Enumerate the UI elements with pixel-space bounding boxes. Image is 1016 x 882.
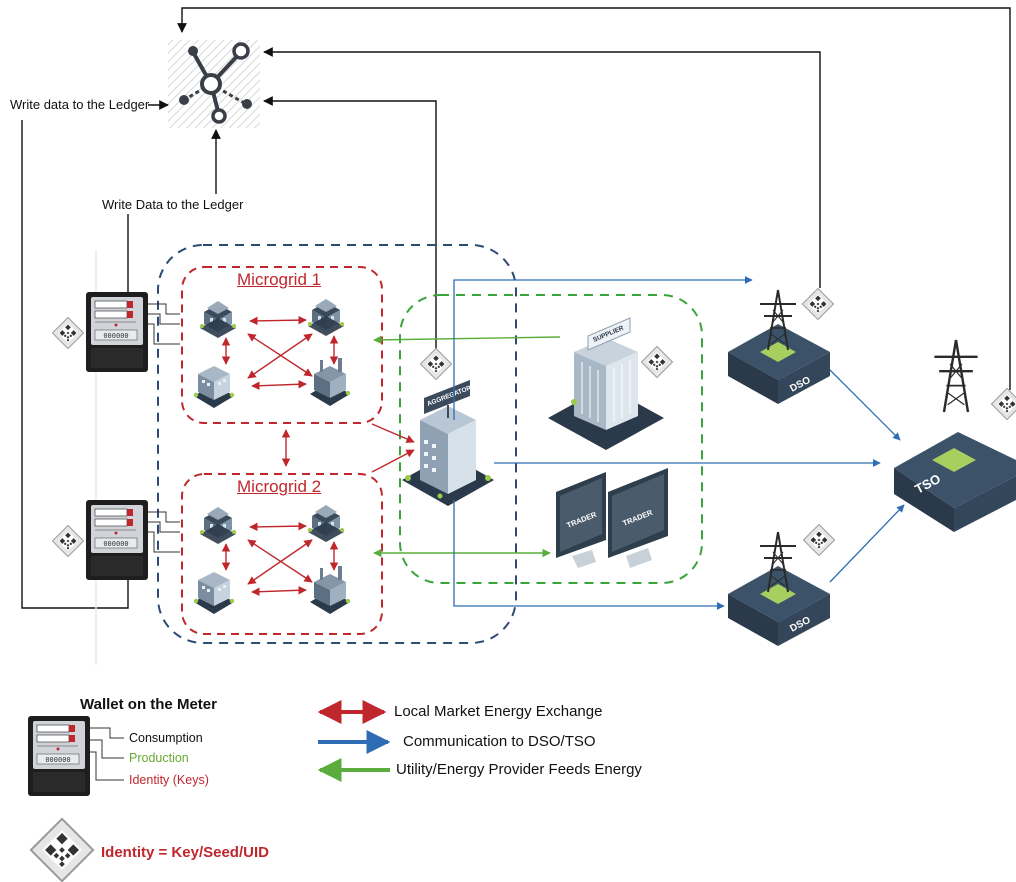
microgrid-1-title: Microgrid 1	[237, 270, 322, 289]
trader-monitors	[556, 468, 668, 568]
qr-identity-meter-1	[51, 316, 85, 350]
microgrid-2-buildings	[193, 505, 351, 614]
mg1-house-2	[308, 299, 344, 336]
ledger-connectors	[21, 7, 1011, 609]
supplier-region	[399, 294, 703, 584]
legend-arrows	[317, 700, 391, 782]
mg2-factory	[310, 566, 351, 614]
write-data-center-label: Write Data to the Ledger	[102, 197, 244, 212]
legend-local-market: Local Market Energy Exchange	[394, 703, 603, 720]
aggregator-region	[157, 244, 517, 644]
ledger-node-icon	[168, 40, 260, 128]
mg2-building	[193, 572, 235, 614]
mg1-factory	[310, 358, 351, 406]
dso-bottom	[728, 531, 830, 646]
mg2-house-1	[200, 507, 236, 544]
local-market-arrows	[221, 315, 415, 596]
mg1-building	[193, 366, 235, 408]
write-data-left-label: Write data to the Ledger	[10, 97, 150, 112]
legend-utility: Utility/Energy Provider Feeds Energy	[396, 761, 642, 778]
qr-identity-dso-bottom	[802, 523, 836, 557]
mg2-house-2	[308, 505, 344, 542]
dso-top	[728, 289, 830, 404]
aggregators-building	[402, 380, 494, 506]
legend-identity-keys: Identity (Keys)	[129, 773, 209, 787]
legend-production: Production	[129, 751, 189, 765]
qr-identity-meter-2	[51, 524, 85, 558]
meter-2	[85, 499, 149, 581]
legend-communication: Communication to DSO/TSO	[403, 733, 596, 750]
legend-meter	[27, 715, 124, 797]
supplier-building	[548, 317, 664, 450]
qr-identity-tso	[990, 387, 1016, 421]
mg1-house-1	[200, 301, 236, 338]
tso	[894, 338, 1016, 532]
legend-identity-definition: Identity = Key/Seed/UID	[101, 844, 269, 861]
communication-arrows	[453, 276, 905, 610]
microgrid-1-box	[181, 266, 383, 424]
microgrid-2-box	[181, 473, 383, 635]
meter-connectors	[148, 303, 180, 553]
legend-wallet-title: Wallet on the Meter	[80, 696, 217, 713]
qr-identity-supplier	[640, 345, 674, 379]
meter-1	[85, 291, 149, 373]
qr-identity-aggregators	[419, 347, 453, 381]
qr-identity-dso-top	[801, 287, 835, 321]
legend-qr-icon	[29, 817, 95, 882]
microgrid-1-buildings	[193, 299, 351, 408]
microgrid-2-title: Microgrid 2	[237, 477, 322, 496]
legend-consumption: Consumption	[129, 731, 203, 745]
utility-feed-arrows	[373, 335, 561, 558]
